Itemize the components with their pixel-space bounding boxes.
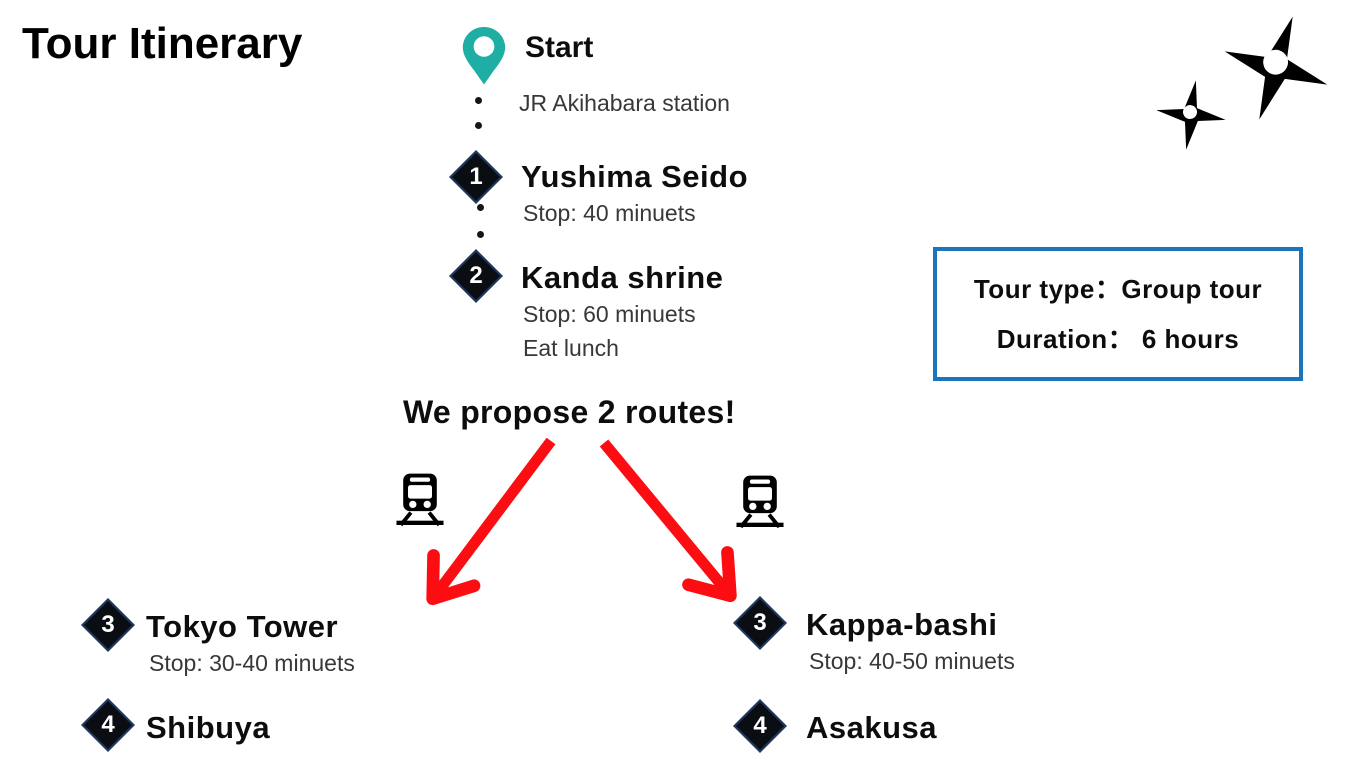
stop-name: Kanda shrine (521, 260, 724, 295)
stop-number: 1 (469, 163, 483, 190)
stop-number: 4 (101, 711, 115, 738)
stop-number: 2 (469, 262, 483, 289)
shuriken-large-icon (1224, 16, 1328, 120)
stop-number: 4 (753, 712, 767, 739)
stop-number: 3 (753, 609, 767, 636)
route-left-stop-marker-3: 3 (81, 598, 135, 652)
stop-detail: Stop: 60 minuets (523, 301, 696, 327)
route-right-stop-marker-3: 3 (733, 596, 787, 650)
stop-marker-2: 2 (449, 249, 503, 303)
timeline-dot (475, 97, 482, 104)
timeline-dot (477, 204, 484, 211)
map-pin-icon (462, 27, 506, 85)
stop-name: Asakusa (806, 710, 938, 745)
stop-name: Kappa-bashi (806, 607, 998, 642)
page-title: Tour Itinerary (22, 19, 303, 68)
stop-detail: Eat lunch (523, 335, 619, 361)
stop-name: Yushima Seido (521, 159, 749, 194)
stop-number: 3 (101, 611, 115, 638)
start-note: JR Akihabara station (519, 90, 730, 116)
proposal-text: We propose 2 routes! (403, 394, 736, 430)
timeline-dot (477, 231, 484, 238)
start-label: Start (525, 31, 594, 64)
shuriken-small-icon (1156, 80, 1226, 150)
duration-text: Duration： 6 hours (996, 324, 1240, 355)
route-left-stop-marker-4: 4 (81, 698, 135, 752)
stop-name: Tokyo Tower (146, 609, 339, 644)
tour-info-box: Tour type：Group tour Duration： 6 hours (933, 247, 1303, 381)
stop-detail: Stop: 30-40 minuets (149, 650, 355, 676)
train-icon (736, 475, 784, 529)
stop-marker-1: 1 (449, 150, 503, 204)
shuriken-decoration (1156, 16, 1328, 150)
route-right-arrow (599, 439, 737, 603)
stop-name: Shibuya (146, 710, 271, 745)
stop-detail: Stop: 40-50 minuets (809, 648, 1015, 674)
route-right-stop-marker-4: 4 (733, 699, 787, 753)
train-icon (396, 473, 444, 527)
stop-detail: Stop: 40 minuets (523, 200, 696, 226)
timeline-dot (475, 122, 482, 129)
tour-type-text: Tour type：Group tour (973, 273, 1263, 304)
route-left-arrow (426, 437, 556, 606)
